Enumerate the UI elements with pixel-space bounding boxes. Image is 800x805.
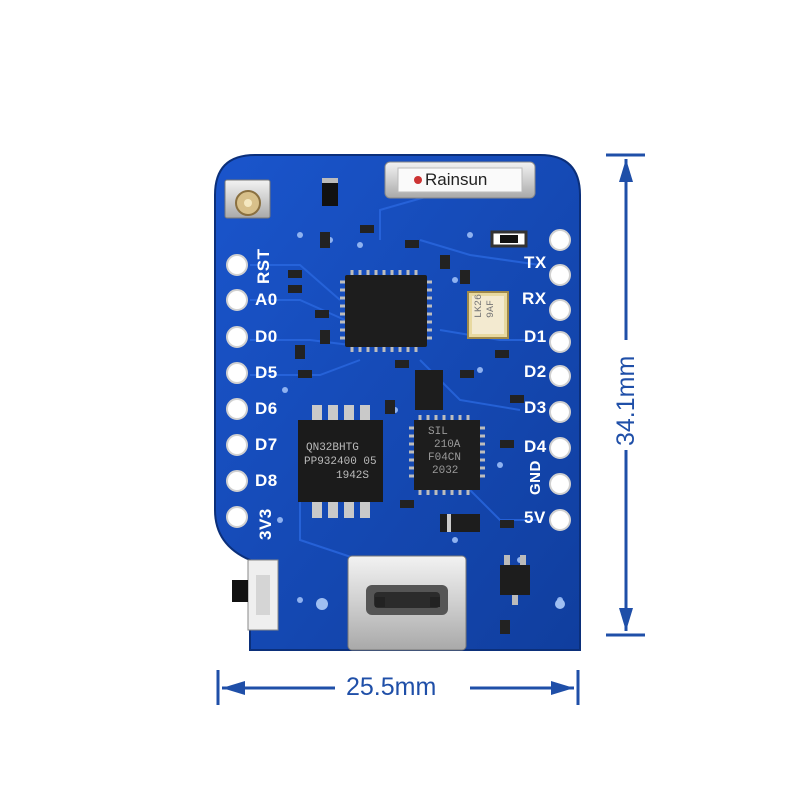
pin-label-left: D5: [255, 363, 278, 382]
pin-label-right: GND: [527, 460, 544, 495]
pin-label-left: D7: [255, 435, 278, 454]
mounting-hole: [316, 598, 328, 610]
pin-label-right: 5V: [524, 508, 546, 527]
usb-chip-marking: F04CN: [428, 452, 462, 464]
pin-label-left: D0: [255, 327, 278, 346]
smd-passives: [288, 225, 524, 634]
schottky-diode: [440, 514, 480, 532]
smd-diode: [322, 178, 338, 206]
crystal-marking: 9AF: [486, 299, 497, 318]
pin-label-right: D4: [524, 437, 547, 456]
pin-label-left: A0: [255, 290, 278, 309]
height-dimension: [606, 153, 645, 637]
flash-chip-marking: QN32BHTG: [306, 442, 359, 454]
pin-label-left: RST: [254, 248, 273, 285]
usb-uart-chip: [409, 415, 485, 495]
left-pin-pads: [226, 254, 248, 528]
height-dimension-label: 34.1mm: [612, 355, 640, 446]
crystal-marking: LK26: [474, 293, 485, 318]
width-dimension: [216, 670, 580, 705]
pin-label-right: D2: [524, 362, 547, 381]
flash-chip: [298, 405, 383, 518]
flash-chip-marking: 1942S: [336, 470, 370, 482]
pin-label-right: D3: [524, 398, 547, 417]
usb-chip-marking: 2032: [432, 465, 459, 477]
antenna-connector: [224, 179, 271, 219]
pin-label-left: D8: [255, 471, 278, 490]
wifi-soc-chip: [340, 270, 432, 352]
power-transistor: [500, 555, 530, 605]
regulator-chip: [415, 370, 443, 410]
flash-chip-marking: PP932400 05: [304, 456, 377, 468]
width-dimension-label: 25.5mm: [346, 673, 437, 701]
pin-label-left: 3V3: [256, 508, 275, 540]
usb-chip-marking: SIL: [428, 426, 448, 438]
pcb-board: [214, 154, 581, 651]
pin-label-right: D1: [524, 327, 547, 346]
reset-button: [232, 559, 279, 631]
usb-chip-marking: 210A: [434, 439, 461, 451]
pin-label-left: D6: [255, 399, 278, 418]
micro-usb-port: [347, 555, 467, 651]
antenna-module: [384, 161, 536, 199]
antenna-module-label: Rainsun: [425, 170, 488, 189]
pin-label-right: RX: [522, 289, 547, 308]
right-pin-pads: [549, 229, 571, 531]
pin-label-right: TX: [524, 253, 547, 272]
